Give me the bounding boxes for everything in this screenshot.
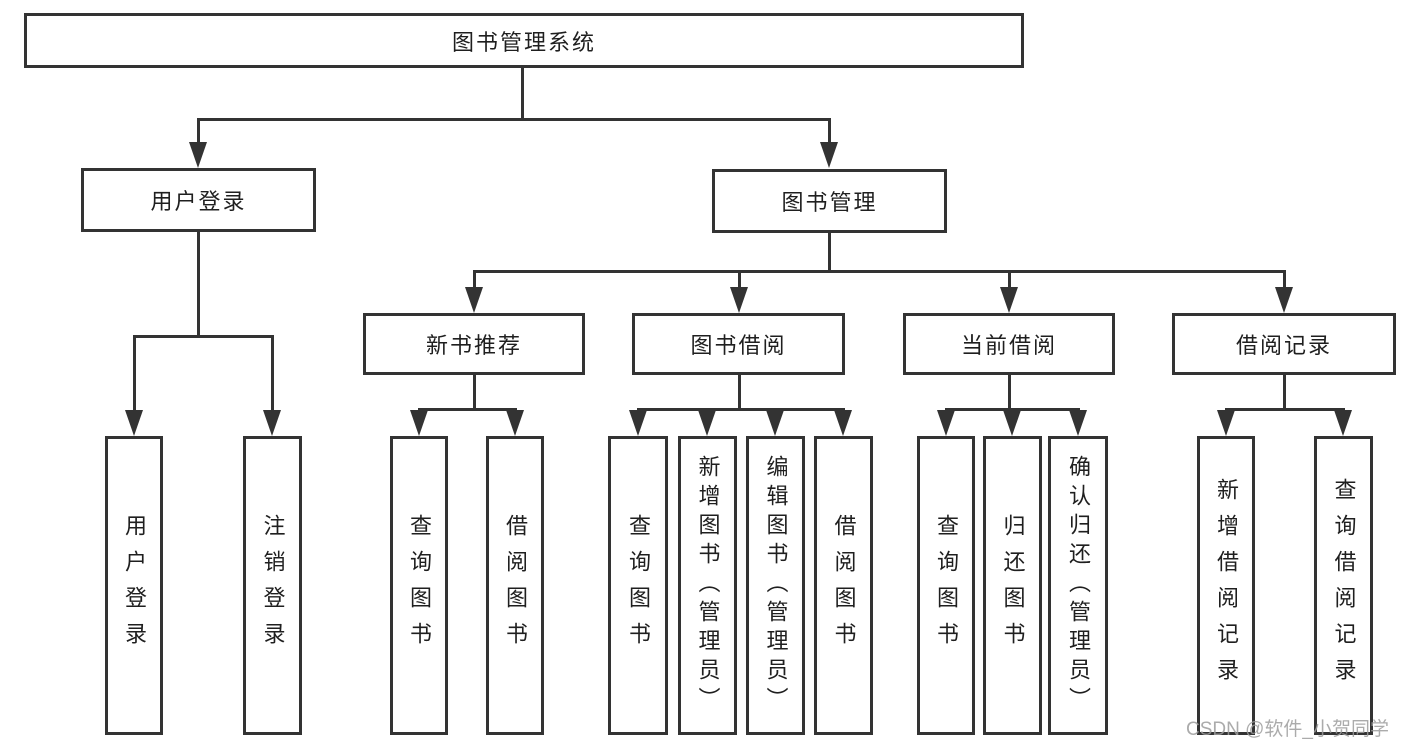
connector-drop-1-1 bbox=[270, 335, 274, 412]
connector-drop-0-0 bbox=[196, 118, 200, 144]
node-leaf-return-books: 归还图书 bbox=[983, 436, 1042, 735]
node-label-leaf-return-books: 归还图书 bbox=[1000, 513, 1026, 658]
arrowhead-down-icon bbox=[937, 410, 955, 436]
watermark-text: CSDN @软件_小贺同学 bbox=[1186, 719, 1389, 740]
node-leaf-edit-books-admin: 编辑图书（管理员） bbox=[746, 436, 805, 735]
connector-bus-4 bbox=[636, 408, 845, 411]
node-label-leaf-query-borrow-rec: 查询借阅记录 bbox=[1331, 477, 1357, 694]
connector-drop-0-1 bbox=[827, 118, 831, 144]
node-label-leaf-edit-books-admin: 编辑图书（管理员） bbox=[763, 455, 789, 716]
arrowhead-down-icon bbox=[410, 410, 428, 436]
connector-bus-6 bbox=[1224, 408, 1345, 411]
node-leaf-add-borrow-rec: 新增借阅记录 bbox=[1197, 436, 1255, 735]
arrowhead-down-icon bbox=[263, 410, 281, 436]
node-book-management: 图书管理 bbox=[712, 169, 947, 233]
arrowhead-down-icon bbox=[1334, 410, 1352, 436]
connector-stem-6 bbox=[1282, 375, 1286, 411]
connector-stem-3 bbox=[472, 375, 476, 411]
node-leaf-query-books-cur: 查询图书 bbox=[917, 436, 975, 735]
connector-drop-2-1 bbox=[737, 270, 741, 289]
connector-stem-2 bbox=[827, 233, 831, 273]
node-label-user-login-group: 用户登录 bbox=[150, 189, 247, 214]
node-label-book-management: 图书管理 bbox=[781, 190, 878, 215]
arrowhead-down-icon bbox=[698, 410, 716, 436]
arrowhead-down-icon bbox=[629, 410, 647, 436]
connector-stem-4 bbox=[737, 375, 741, 411]
arrowhead-down-icon bbox=[125, 410, 143, 436]
node-label-leaf-query-books-cur: 查询图书 bbox=[934, 513, 959, 658]
arrowhead-down-icon bbox=[834, 410, 852, 436]
arrowhead-down-icon bbox=[1275, 287, 1293, 313]
connector-stem-1 bbox=[196, 232, 200, 338]
node-label-system-root: 图书管理系统 bbox=[451, 29, 596, 55]
node-label-leaf-query-books-rec: 查询图书 bbox=[407, 513, 432, 658]
connector-bus-1 bbox=[132, 335, 274, 338]
arrowhead-down-icon bbox=[465, 287, 483, 313]
connector-drop-1-0 bbox=[132, 335, 136, 412]
node-leaf-confirm-return: 确认归还（管理员） bbox=[1048, 436, 1108, 735]
arrowhead-down-icon bbox=[1000, 287, 1018, 313]
node-label-leaf-logout: 注销登录 bbox=[260, 513, 286, 658]
arrowhead-down-icon bbox=[730, 287, 748, 313]
node-label-leaf-add-borrow-rec: 新增借阅记录 bbox=[1214, 477, 1239, 694]
node-leaf-user-login: 用户登录 bbox=[105, 436, 163, 735]
arrowhead-down-icon bbox=[1069, 410, 1087, 436]
node-label-borrowing-records: 借阅记录 bbox=[1235, 333, 1332, 358]
connector-bus-3 bbox=[417, 408, 517, 411]
node-label-book-borrowing: 图书借阅 bbox=[690, 333, 787, 358]
node-leaf-borrow-books-rec: 借阅图书 bbox=[486, 436, 544, 735]
node-leaf-logout: 注销登录 bbox=[243, 436, 302, 735]
node-new-book-recommend: 新书推荐 bbox=[363, 313, 585, 375]
connector-bus-2 bbox=[472, 270, 1286, 273]
arrowhead-down-icon bbox=[506, 410, 524, 436]
node-label-leaf-borrow-books-bor: 借阅图书 bbox=[831, 513, 857, 658]
connector-stem-0 bbox=[520, 66, 524, 121]
node-user-login-group: 用户登录 bbox=[81, 168, 316, 232]
node-borrowing-records: 借阅记录 bbox=[1172, 313, 1396, 375]
node-label-current-borrowing: 当前借阅 bbox=[960, 333, 1057, 358]
arrowhead-down-icon bbox=[1217, 410, 1235, 436]
connector-drop-2-2 bbox=[1007, 270, 1011, 289]
node-label-leaf-borrow-books-rec: 借阅图书 bbox=[503, 513, 528, 658]
connector-drop-2-0 bbox=[472, 270, 476, 289]
node-system-root: 图书管理系统 bbox=[24, 13, 1024, 68]
node-leaf-add-books-admin: 新增图书（管理员） bbox=[678, 436, 737, 735]
node-label-new-book-recommend: 新书推荐 bbox=[425, 333, 522, 358]
node-current-borrowing: 当前借阅 bbox=[903, 313, 1115, 375]
node-label-leaf-query-books-bor: 查询图书 bbox=[626, 513, 651, 658]
node-leaf-query-books-bor: 查询图书 bbox=[608, 436, 668, 735]
node-label-leaf-add-books-admin: 新增图书（管理员） bbox=[695, 455, 721, 716]
node-label-leaf-user-login: 用户登录 bbox=[122, 513, 147, 658]
arrowhead-down-icon bbox=[820, 142, 838, 168]
node-leaf-query-books-rec: 查询图书 bbox=[390, 436, 448, 735]
arrowhead-down-icon bbox=[1003, 410, 1021, 436]
connector-stem-5 bbox=[1007, 375, 1011, 411]
node-leaf-query-borrow-rec: 查询借阅记录 bbox=[1314, 436, 1373, 735]
arrowhead-down-icon bbox=[189, 142, 207, 168]
node-label-leaf-confirm-return: 确认归还（管理员） bbox=[1066, 455, 1091, 716]
node-book-borrowing: 图书借阅 bbox=[632, 313, 845, 375]
arrowhead-down-icon bbox=[766, 410, 784, 436]
connector-bus-0 bbox=[196, 118, 831, 121]
connector-drop-2-3 bbox=[1282, 270, 1286, 289]
node-leaf-borrow-books-bor: 借阅图书 bbox=[814, 436, 873, 735]
